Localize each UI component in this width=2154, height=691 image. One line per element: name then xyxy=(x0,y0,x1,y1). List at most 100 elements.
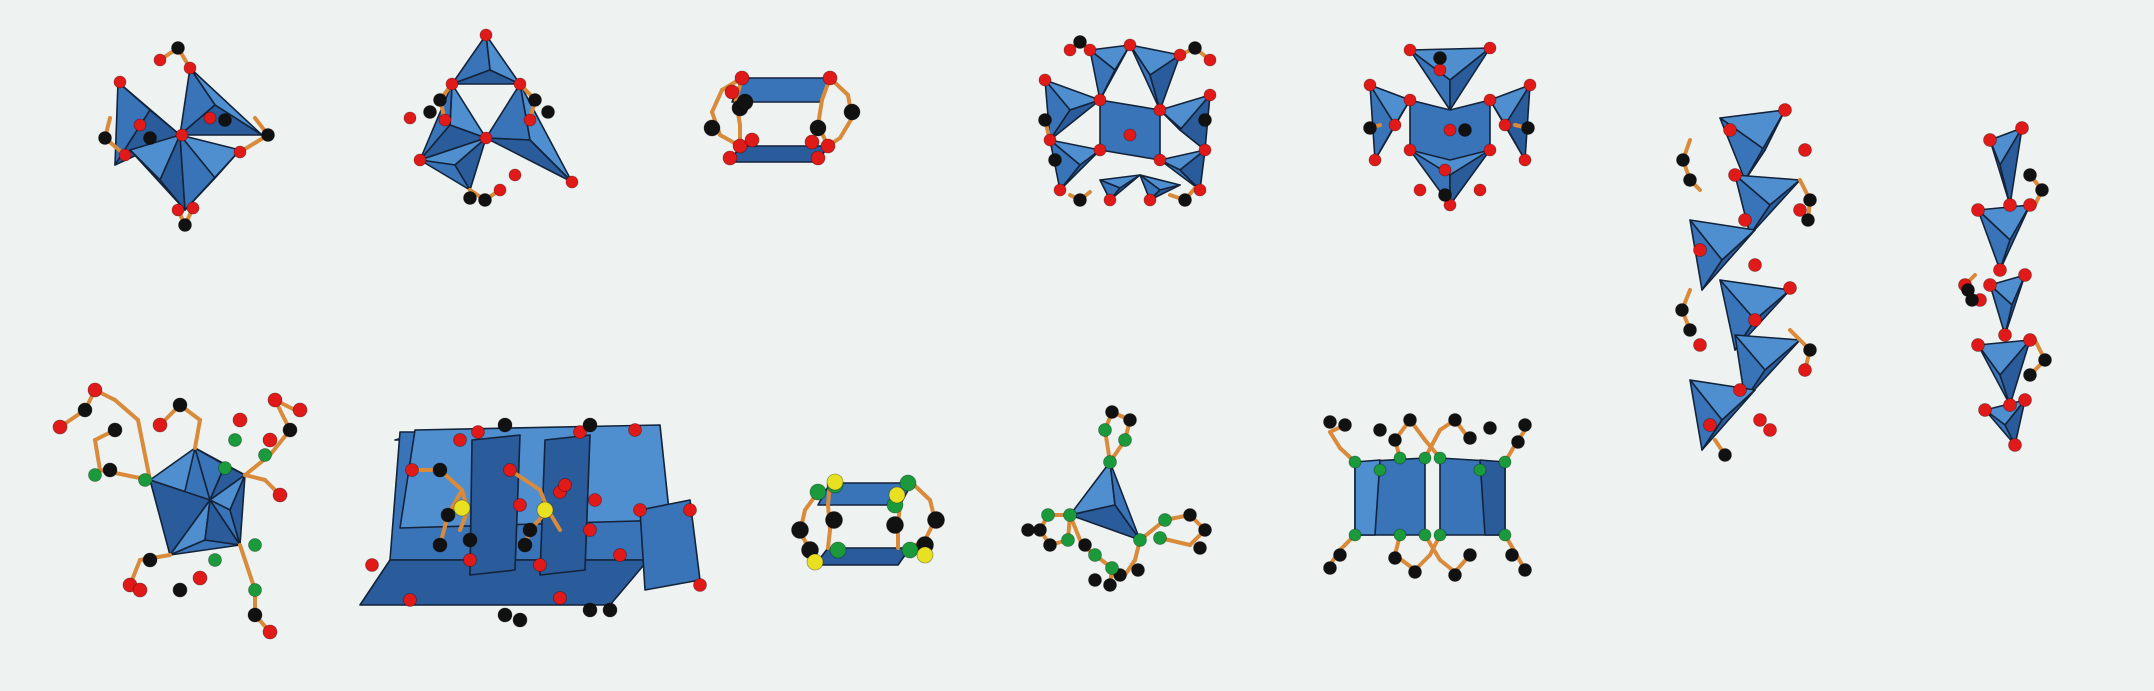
carbon-atom xyxy=(1193,541,1207,555)
oxygen-atom xyxy=(1123,38,1137,52)
oxygen-atom xyxy=(1403,93,1417,107)
sulfur-atom xyxy=(826,473,844,491)
bond xyxy=(243,473,267,482)
oxygen-atom xyxy=(1978,403,1992,417)
carbon-atom xyxy=(1183,508,1197,522)
carbon-atom xyxy=(1088,573,1102,587)
bond xyxy=(238,543,257,592)
nitrogen-atom xyxy=(138,473,152,487)
carbon-atom xyxy=(1505,548,1519,562)
oxygen-atom xyxy=(1043,133,1057,147)
octahedral-pair-cluster xyxy=(98,41,275,232)
oxygen-atom xyxy=(1473,183,1487,197)
carbon-atom xyxy=(1521,121,1535,135)
carbon-atom xyxy=(143,131,157,145)
carbon-atom xyxy=(1675,303,1689,317)
oxygen-atom xyxy=(1971,338,1985,352)
nitrogen-atom xyxy=(1105,561,1119,575)
carbon-atom xyxy=(218,113,232,127)
carbon-atom xyxy=(1518,563,1532,577)
polyhedron-face xyxy=(1744,339,1801,401)
polyhedron-face xyxy=(469,434,521,576)
nitrogen-atom xyxy=(829,541,847,559)
oxygen-atom xyxy=(1733,383,1747,397)
oxygen-atom xyxy=(153,53,167,67)
oxygen-atom xyxy=(233,145,247,159)
nitrogen-atom xyxy=(228,433,242,447)
prism-slab-network xyxy=(359,417,707,628)
rectangular-ring-linker-sulfur xyxy=(791,473,945,571)
carbon-atom xyxy=(261,128,275,142)
polyhedron-face xyxy=(1059,149,1101,191)
oxygen-atom xyxy=(171,203,185,217)
oxygen-atom xyxy=(1363,78,1377,92)
polyhedron-face xyxy=(485,137,573,183)
carbon-atom xyxy=(1073,35,1087,49)
oxygen-atom xyxy=(479,28,493,42)
oxygen-atom xyxy=(132,582,148,598)
oxygen-atom xyxy=(1483,41,1497,55)
oxygen-atom xyxy=(1083,43,1097,57)
carbon-atom xyxy=(497,417,513,433)
carbon-atom xyxy=(171,41,185,55)
oxygen-atom xyxy=(175,128,189,142)
oxygen-atom xyxy=(493,183,507,197)
oxygen-atom xyxy=(1993,263,2007,277)
oxygen-atom xyxy=(1783,281,1797,295)
oxygen-atom xyxy=(1438,163,1452,177)
carbon-atom xyxy=(440,507,456,523)
oxygen-atom xyxy=(722,150,738,166)
carbon-atom xyxy=(423,105,437,119)
carbon-atom xyxy=(886,516,904,534)
oxygen-atom xyxy=(403,111,417,125)
oxygen-atom xyxy=(1053,183,1067,197)
carbon-atom xyxy=(1103,578,1117,592)
oxygen-atom xyxy=(403,593,417,607)
carbon-atom xyxy=(107,422,123,438)
oxygen-atom xyxy=(583,523,597,537)
oxygen-atom xyxy=(508,168,522,182)
oxygen-atom xyxy=(453,433,467,447)
oxygen-atom xyxy=(1203,88,1217,102)
tetrahedral-pyrazole-complex xyxy=(1021,405,1212,592)
carbon-atom xyxy=(522,522,538,538)
carbon-atom xyxy=(433,93,447,107)
triangular-trimer-cluster xyxy=(403,28,579,207)
polyhedron-face xyxy=(1049,99,1101,141)
oxygen-atom xyxy=(1523,78,1537,92)
oxygen-atom xyxy=(1433,63,1447,77)
nitrogen-atom xyxy=(1418,528,1432,542)
oxygen-atom xyxy=(633,503,647,517)
nitrogen-atom xyxy=(1061,533,1075,547)
oxygen-atom xyxy=(1173,48,1187,62)
bond xyxy=(710,88,724,114)
carbon-atom xyxy=(1803,193,1817,207)
carbon-atom xyxy=(1511,435,1525,449)
carbon-atom xyxy=(1073,193,1087,207)
oxygen-atom xyxy=(523,113,537,127)
oxygen-atom xyxy=(1798,143,1812,157)
carbon-atom xyxy=(1388,551,1402,565)
carbon-atom xyxy=(703,119,721,137)
oxygen-atom xyxy=(2018,393,2032,407)
carbon-atom xyxy=(432,462,448,478)
oxygen-atom xyxy=(1443,123,1457,137)
oxygen-atom xyxy=(1983,133,1997,147)
carbon-atom xyxy=(247,607,263,623)
nitrogen-atom xyxy=(1348,455,1362,469)
carbon-atom xyxy=(432,537,448,553)
polyhedron-face xyxy=(1449,149,1491,206)
polyhedron-face xyxy=(1354,459,1381,536)
polyhedron-face xyxy=(451,69,521,85)
nitrogen-atom xyxy=(1098,423,1112,437)
oxygen-atom xyxy=(267,392,283,408)
oxygen-atom xyxy=(1738,213,1752,227)
carbon-atom xyxy=(1463,431,1477,445)
carbon-atom xyxy=(178,218,192,232)
bond xyxy=(1123,558,1137,577)
carbon-atom xyxy=(282,422,298,438)
sulfur-atom xyxy=(453,499,471,517)
oxygen-atom xyxy=(1388,118,1402,132)
carbon-atom xyxy=(736,93,754,111)
nitrogen-atom xyxy=(208,553,222,567)
